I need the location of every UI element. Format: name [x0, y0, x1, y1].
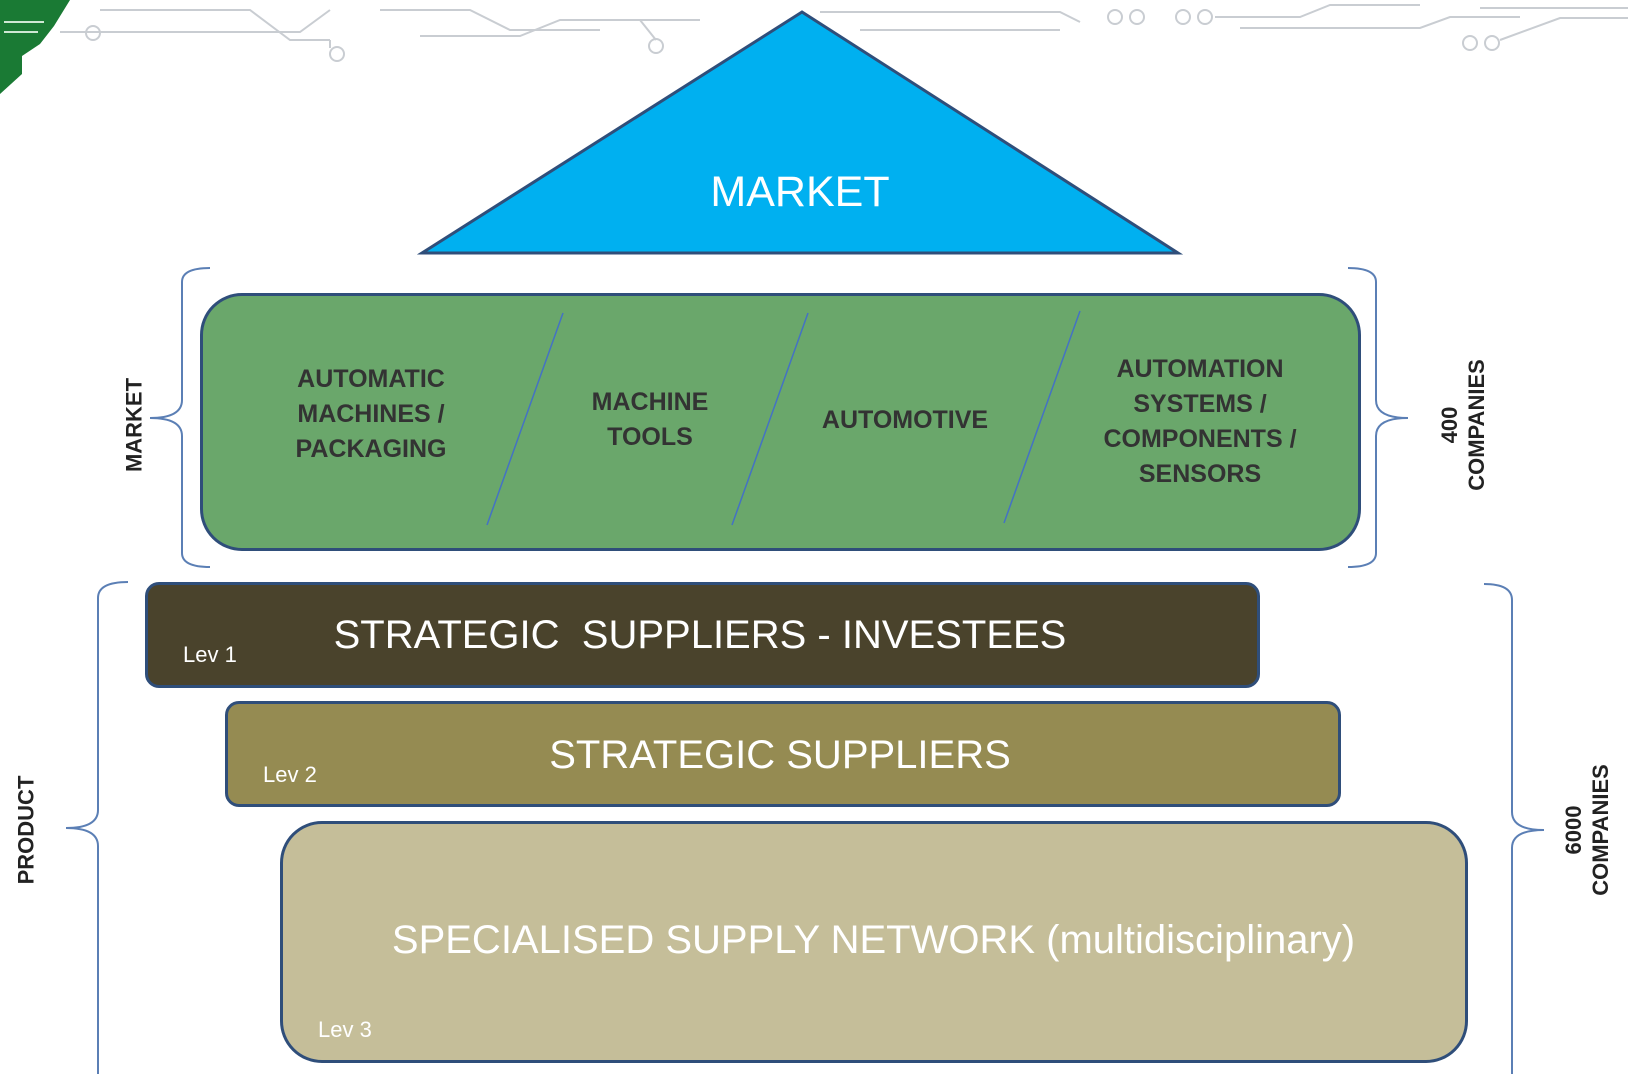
segment-automatic-machines: AUTOMATIC MACHINES / PACKAGING [295, 365, 447, 463]
right-top-bracket [1347, 267, 1409, 568]
level-2-tag: Lev 2 [263, 762, 317, 787]
right-top-count: 400 [1437, 406, 1462, 444]
left-bottom-bracket [65, 581, 129, 1074]
right-bottom-count: 6000 [1561, 805, 1586, 855]
level-2-title: STRATEGIC SUPPLIERS [549, 733, 1011, 777]
segment-divider [486, 312, 564, 526]
circuit-pattern [60, 4, 1628, 62]
level-1-tag: Lev 1 [183, 642, 237, 667]
right-bottom-unit: COMPANIES [1588, 764, 1613, 896]
level-2-box [225, 701, 1341, 807]
level-3-title: SPECIALISED SUPPLY NETWORK (multidiscipl… [391, 918, 1356, 962]
left-top-bracket-label: MARKET [121, 377, 147, 473]
green-corner-accent [0, 0, 70, 94]
segment-machine-tools: MACHINE TOOLS [591, 388, 709, 451]
right-bottom-bracket-label: 6000 COMPANIES [1560, 764, 1614, 896]
level-1-box [145, 582, 1260, 688]
segment-divider [1003, 310, 1081, 524]
left-top-bracket [149, 267, 211, 568]
segment-automation-systems: AUTOMATION SYSTEMS / COMPONENTS / SENSOR… [1103, 355, 1297, 488]
right-top-bracket-label: 400 COMPANIES [1436, 359, 1490, 491]
market-segments-box [200, 293, 1361, 551]
segment-divider [731, 312, 809, 526]
right-bottom-bracket [1483, 583, 1545, 1074]
right-top-unit: COMPANIES [1464, 359, 1489, 491]
level-1-title: STRATEGIC SUPPLIERS - INVESTEES [333, 613, 1067, 657]
level-3-tag: Lev 3 [318, 1017, 372, 1042]
level-3-box [280, 821, 1468, 1063]
left-bottom-bracket-label: PRODUCT [13, 775, 39, 885]
market-triangle-label: MARKET [710, 168, 890, 216]
segment-automotive: AUTOMOTIVE [821, 406, 989, 434]
market-triangle-shape [416, 10, 1184, 255]
